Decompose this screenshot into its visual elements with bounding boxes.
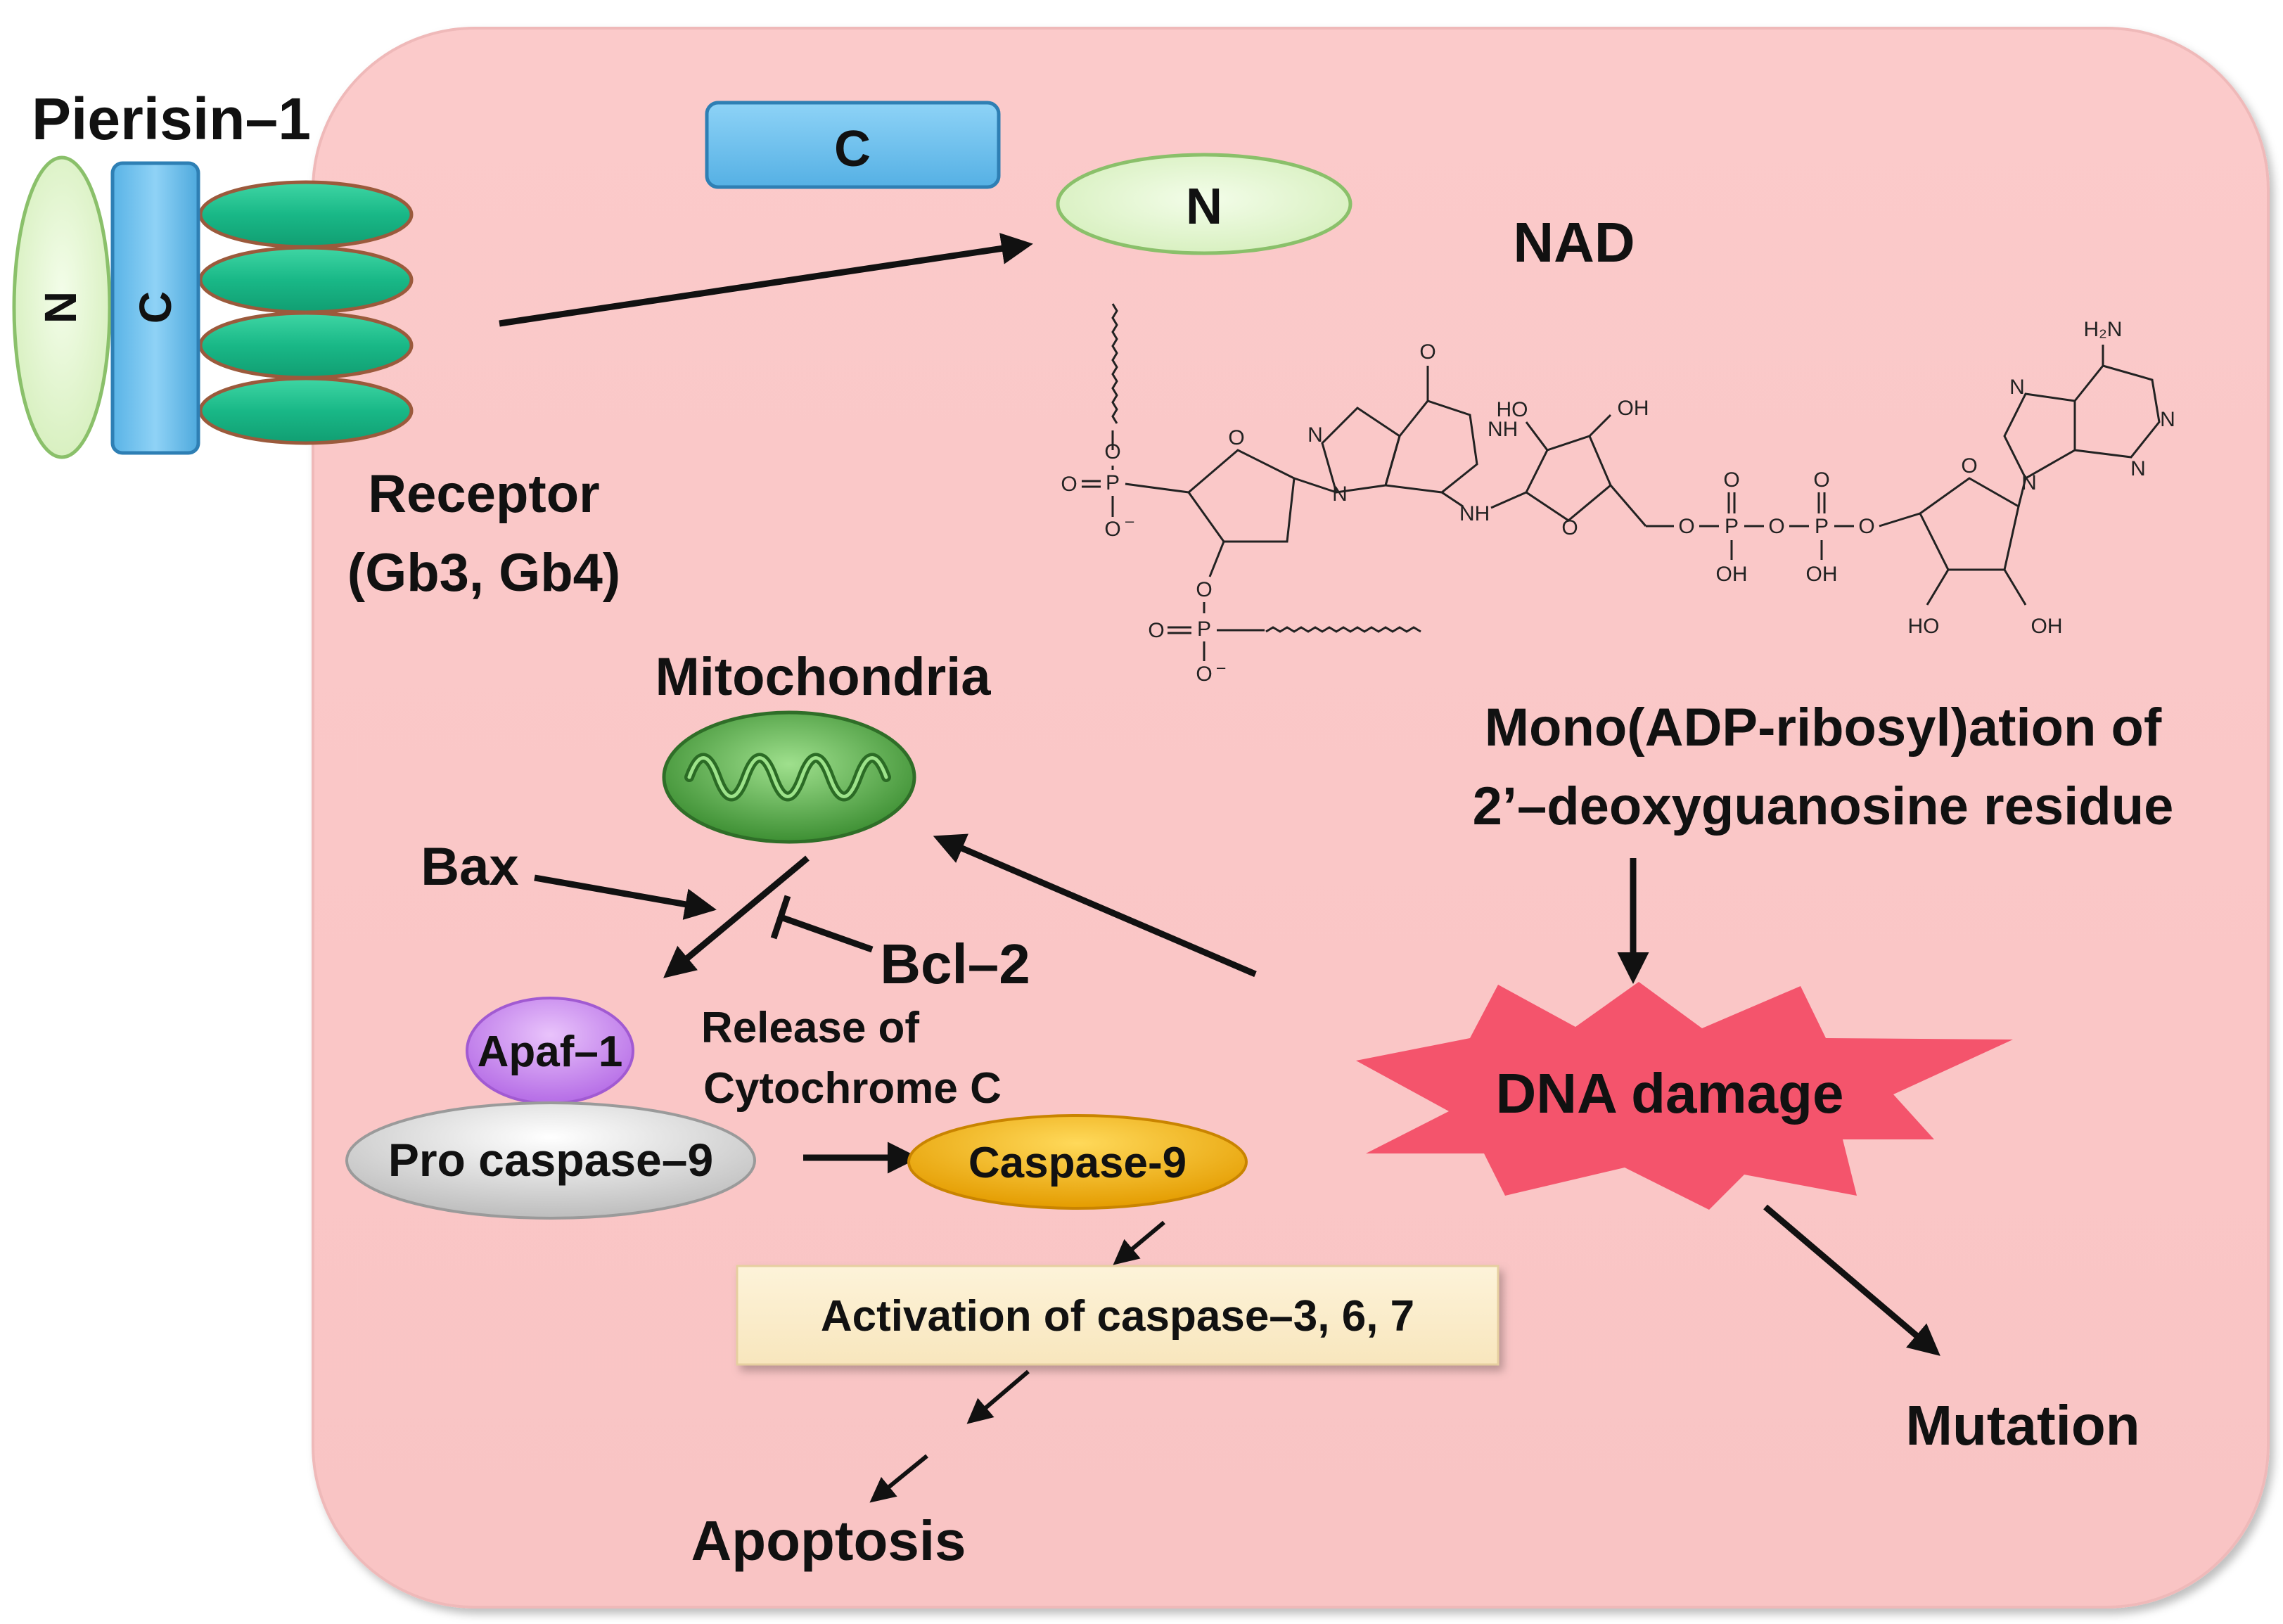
- svg-text:O: O: [1768, 515, 1784, 538]
- pierisin-c-label: C: [130, 291, 181, 324]
- svg-text:OH: OH: [1716, 563, 1748, 586]
- svg-text:O: O: [1228, 426, 1244, 449]
- svg-text:N: N: [2009, 376, 2025, 399]
- activation-to-apoptosis-arrow-2: [869, 1454, 928, 1503]
- caspase9-shape: [907, 1114, 1248, 1210]
- mutation-label: Mutation: [1905, 1394, 2140, 1457]
- c-fragment-label: C: [834, 121, 871, 177]
- svg-text:N: N: [2130, 457, 2146, 480]
- activation-box: [736, 1265, 1499, 1366]
- c-fragment-box: [705, 101, 1001, 189]
- pierisin-n-domain: [12, 155, 112, 459]
- casp9-to-activation-arrow: [1113, 1220, 1165, 1265]
- dna-to-mito-arrow: [933, 833, 1257, 978]
- svg-text:NH: NH: [1488, 418, 1518, 441]
- svg-text:OH: OH: [1618, 397, 1649, 420]
- caspase9-label: Caspase-9: [968, 1139, 1187, 1187]
- mono-adp-label-1: Mono(ADP-ribosyl)ation of: [1485, 698, 2162, 757]
- pierisin-c-domain: [110, 161, 200, 455]
- bcl2-inhibition-line: [779, 914, 874, 953]
- svg-text:P: P: [1725, 515, 1739, 538]
- release-label-1: Release of: [701, 1004, 920, 1052]
- svg-text:O: O: [1196, 578, 1212, 601]
- svg-text:O: O: [1196, 663, 1212, 686]
- svg-text:O: O: [1148, 619, 1164, 642]
- n-fragment: [1056, 153, 1352, 255]
- svg-text:O: O: [1678, 515, 1694, 538]
- procaspase9-label: Pro caspase–9: [388, 1134, 713, 1186]
- entry-arrow: [499, 233, 1033, 327]
- cell-background: [312, 27, 2270, 1609]
- bax-label: Bax: [421, 837, 518, 897]
- svg-text:–: –: [1125, 512, 1134, 530]
- svg-text:N: N: [2160, 408, 2175, 431]
- svg-text:–: –: [1217, 658, 1226, 676]
- svg-text:HO: HO: [1497, 398, 1528, 421]
- nad-chemical-structure: O P O O – O O P O O – N N O NH NH: [1061, 303, 2175, 686]
- svg-text:N: N: [2021, 471, 2037, 494]
- svg-text:OH: OH: [2031, 615, 2063, 638]
- svg-text:O: O: [1104, 518, 1120, 541]
- svg-text:P: P: [1106, 471, 1120, 494]
- svg-text:O: O: [1419, 340, 1435, 364]
- svg-text:O: O: [1813, 468, 1829, 492]
- svg-text:P: P: [1815, 515, 1829, 538]
- receptor-label: Receptor: [368, 464, 599, 524]
- apaf1-label: Apaf–1: [478, 1028, 623, 1076]
- svg-text:N: N: [1332, 482, 1348, 506]
- dna-to-mutation-arrow: [1763, 1204, 1940, 1356]
- mitochondria-label: Mitochondria: [655, 647, 991, 707]
- pierisin-title: Pierisin–1: [32, 86, 311, 152]
- svg-text:O: O: [1561, 516, 1578, 539]
- mono-adp-label-2: 2’–deoxyguanosine residue: [1473, 776, 2174, 836]
- cytochrome-release-arrow: [663, 855, 810, 978]
- mitochondria: [662, 710, 916, 844]
- svg-text:O: O: [1061, 473, 1077, 496]
- pierisin-n-label: N: [35, 291, 86, 324]
- svg-text:O: O: [1961, 454, 1977, 478]
- receptor-types: (Gb3, Gb4): [347, 543, 620, 603]
- procaspase9-shape: [345, 1101, 756, 1220]
- dna-damage-label: DNA damage: [1496, 1062, 1844, 1125]
- svg-text:OH: OH: [1806, 563, 1838, 586]
- receptor-cluster: [198, 180, 414, 445]
- svg-text:N: N: [1307, 423, 1323, 447]
- bcl2-label: Bcl–2: [880, 933, 1030, 995]
- activation-to-apoptosis-arrow-1: [966, 1369, 1030, 1424]
- dna-damage-burst: [1356, 982, 2013, 1210]
- svg-text:NH: NH: [1459, 502, 1490, 525]
- bax-arrow: [534, 874, 717, 920]
- svg-text:P: P: [1197, 618, 1211, 641]
- bcl2-inhibition-bar: [770, 895, 791, 940]
- svg-text:O: O: [1723, 468, 1739, 492]
- apoptosis-label: Apoptosis: [691, 1509, 966, 1572]
- svg-text:O: O: [1104, 440, 1120, 463]
- svg-text:O: O: [1858, 515, 1874, 538]
- release-label-2: Cytochrome C: [703, 1064, 1002, 1113]
- n-fragment-label: N: [1186, 179, 1222, 235]
- svg-text:HO: HO: [1908, 615, 1940, 638]
- nad-title: NAD: [1513, 211, 1635, 274]
- activation-label: Activation of caspase–3, 6, 7: [821, 1292, 1414, 1341]
- svg-text:H₂N: H₂N: [2084, 318, 2123, 341]
